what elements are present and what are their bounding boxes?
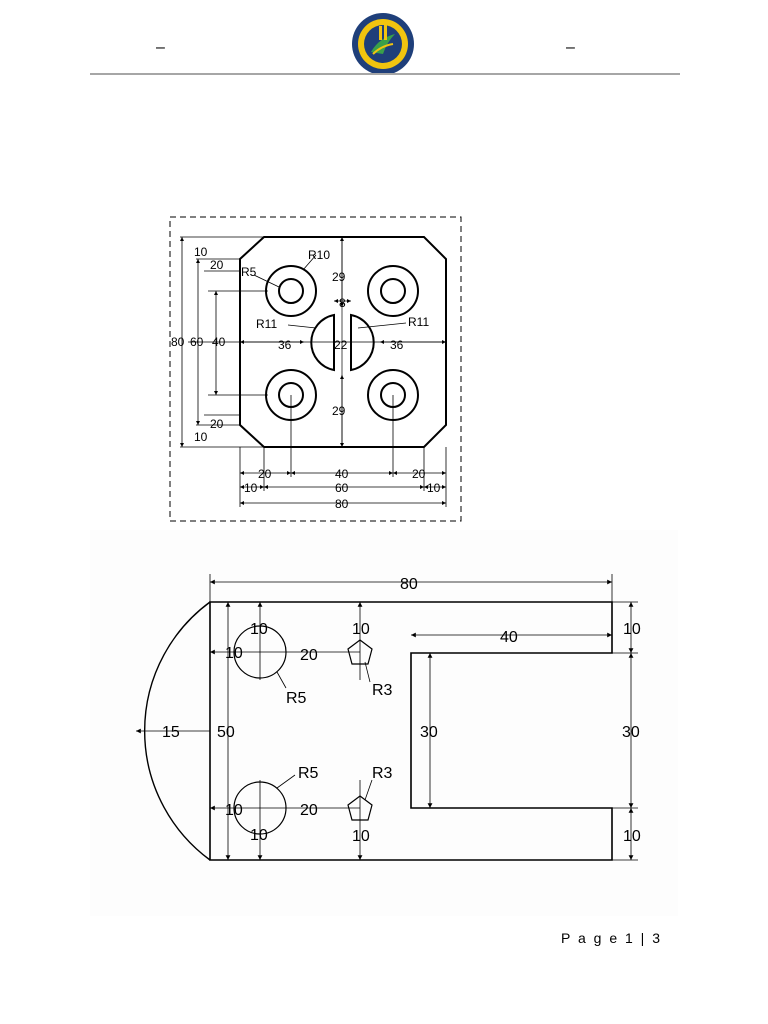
label-r5-top: R5 (286, 690, 307, 707)
dim-15: 15 (162, 724, 180, 741)
half-disc-right (350, 313, 375, 372)
dim-40: 40 (335, 467, 349, 481)
dim-8: 8 (339, 296, 346, 310)
hole-tl-inner (278, 278, 304, 304)
label-r11-left: R11 (256, 317, 277, 331)
dim-10-top-hole: 10 (250, 621, 268, 638)
hole-tl-outer (265, 265, 317, 317)
label-r5-bottom: R5 (298, 765, 319, 782)
label-r5: R5 (241, 265, 257, 279)
dim-36-right: 36 (390, 338, 404, 352)
dim-36-left: 36 (278, 338, 292, 352)
hole-tr-inner (380, 278, 406, 304)
dim-60-left: 60 (190, 335, 204, 349)
dim-10-a: 10 (244, 481, 258, 495)
dim-10-top-right: 10 (623, 621, 641, 638)
dim-20-bot: 20 (210, 417, 224, 431)
drawing-u-bracket: 80 40 10 30 10 30 50 15 10 10 20 10 R3 R… (90, 530, 678, 916)
label-r3-top: R3 (372, 682, 393, 699)
dim-20-bottom: 20 (300, 802, 318, 819)
dim-50: 50 (217, 724, 235, 741)
dim-30-right: 30 (622, 724, 640, 741)
dim-20-b: 20 (412, 467, 426, 481)
dim-80-bottom: 80 (335, 497, 349, 511)
dim-29-bot: 29 (332, 404, 346, 418)
hole-tr-outer (367, 265, 419, 317)
dim-80: 80 (400, 576, 418, 593)
frame (169, 216, 462, 522)
dim-10-left-bottom: 10 (225, 802, 243, 819)
header-rule (90, 73, 680, 75)
dim-10-top: 10 (194, 245, 208, 259)
half-disc-left (310, 313, 335, 372)
header-right-mark: – (566, 39, 575, 56)
header-left-mark: – (156, 39, 165, 56)
label-r11-right: R11 (408, 315, 429, 329)
dim-10-pentagon-bottom: 10 (352, 828, 370, 845)
dim-60: 60 (335, 481, 349, 495)
dim-20-top: 20 (300, 647, 318, 664)
dim-10-left-top: 10 (225, 645, 243, 662)
dim-10-bot: 10 (194, 430, 208, 444)
dim-40-left: 40 (212, 335, 226, 349)
label-r3-bottom: R3 (372, 765, 393, 782)
label-r10: R10 (308, 248, 330, 262)
dim-10-bottom-right: 10 (623, 828, 641, 845)
dim-80-left: 80 (171, 335, 185, 349)
dim-40: 40 (500, 629, 518, 646)
university-logo (352, 13, 414, 75)
dim-20-a: 20 (258, 467, 272, 481)
dim-30-inner: 30 (420, 724, 438, 741)
dim-10-pentagon-top: 10 (352, 621, 370, 638)
dim-29-top: 29 (332, 270, 346, 284)
drawing-plate-with-holes: 80 60 40 10 20 20 10 R10 R5 R11 R11 29 8… (169, 216, 462, 522)
dim-10-bottom-hole: 10 (250, 827, 268, 844)
bracket-outline (209, 601, 613, 861)
dim-22: 22 (334, 338, 348, 352)
dim-20-top: 20 (210, 258, 224, 272)
page-number: P a g e 1 | 3 (561, 930, 662, 946)
dim-10-b: 10 (427, 481, 441, 495)
